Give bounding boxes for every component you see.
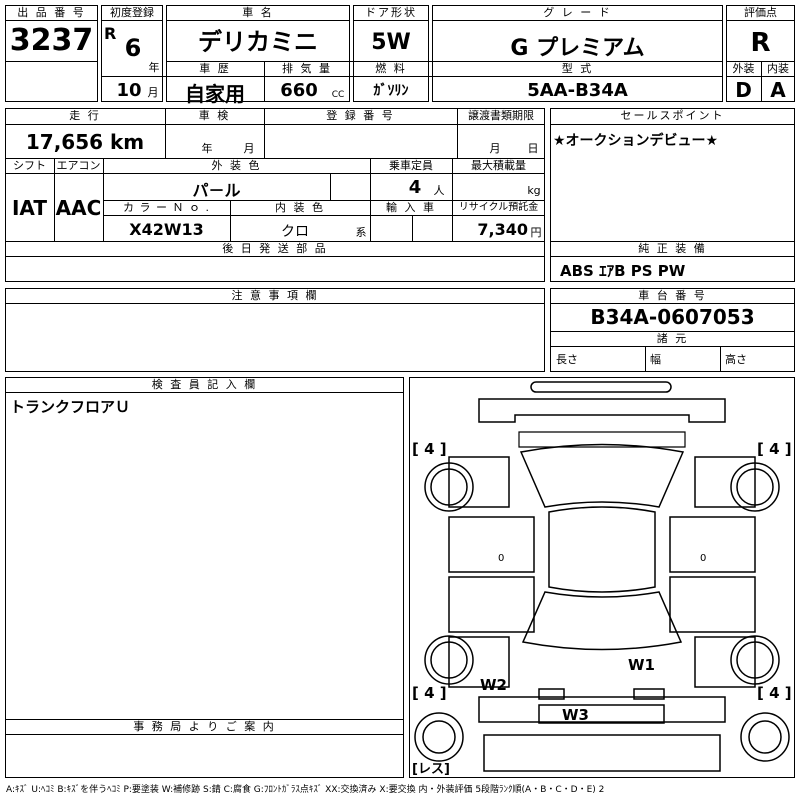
- grade: G プレミアム: [510, 36, 645, 61]
- sales-point-box: [550, 108, 795, 282]
- inspector-notes: トランクフロアＵ: [10, 398, 131, 416]
- genuine-equipment-label: 純 正 装 備: [638, 242, 707, 255]
- capacity: 4: [408, 177, 422, 198]
- chassis-box: [550, 288, 795, 372]
- door-type: 5W: [371, 30, 411, 55]
- caution-box: [5, 288, 545, 372]
- interior-color: クロ: [281, 224, 309, 240]
- office-guidance-label: 事 務 局 よ り ご 案 内: [133, 720, 276, 733]
- transfer-deadline-label: 譲渡書類期限: [468, 109, 534, 122]
- inspector-box: [5, 377, 404, 778]
- zero-mark: 0: [700, 553, 707, 564]
- car-diagram-box: [409, 377, 795, 778]
- shift: IAT: [11, 196, 47, 220]
- details-box: [5, 108, 545, 282]
- capacity-label: 乗車定員: [389, 159, 433, 172]
- inspection-year-unit: 年: [201, 142, 213, 155]
- door-box: [353, 5, 429, 102]
- registration-number-label: 登 録 番 号: [326, 109, 395, 122]
- model: 5AA-B34A: [527, 80, 628, 101]
- era-initial: R: [104, 24, 117, 43]
- mileage: 17,656 km: [25, 130, 145, 154]
- grade-box: [432, 5, 723, 102]
- specs-label: 諸 元: [656, 332, 689, 345]
- max-load-unit: kg: [527, 184, 541, 197]
- import-label: 輸 入 車: [386, 201, 436, 214]
- aircon: AAC: [55, 196, 102, 220]
- tire-front-right: [ 4 ]: [757, 440, 792, 458]
- fuel-label: 燃 料: [375, 62, 407, 75]
- width-label: 幅: [650, 353, 661, 366]
- max-load-label: 最大積載量: [471, 159, 526, 172]
- damage-mark-w3: W3: [562, 706, 589, 724]
- color-number-label: カ ラ ー Ｎ ｏ .: [123, 201, 210, 214]
- displacement-unit: CC: [331, 90, 345, 100]
- recycle-label: リサイクル預託金: [458, 202, 539, 213]
- interior-color-unit: 系: [355, 226, 367, 239]
- transfer-month-unit: 月: [489, 142, 501, 155]
- zero-mark: 0: [498, 553, 505, 564]
- inspection-label: 車 検: [198, 109, 231, 122]
- recycle-unit: 円: [530, 226, 542, 239]
- caution-label: 注 意 事 項 欄: [231, 289, 319, 302]
- capacity-unit: 人: [433, 184, 445, 197]
- model-label: 型 式: [561, 62, 594, 75]
- score-label: 評価点: [744, 6, 777, 19]
- tire-front-left: [ 4 ]: [412, 440, 447, 458]
- genuine-equipment: ABS ｴｱB PS PW: [560, 262, 686, 280]
- grade-label: グ レ ー ド: [543, 6, 612, 19]
- mileage-label: 走 行: [69, 109, 101, 122]
- fuel: ｶﾞｿﾘﾝ: [373, 83, 409, 99]
- damage-mark-w1: W1: [628, 656, 655, 674]
- tire-rear-right: [ 4 ]: [757, 684, 792, 702]
- exterior-color-label: 外 装 色: [211, 159, 262, 172]
- first-registration-box: [101, 5, 163, 102]
- car-name: デリカミニ: [198, 28, 318, 56]
- car-name-box: [166, 5, 350, 102]
- displacement-label: 排 気 量: [282, 62, 332, 75]
- lot-number-box: [5, 5, 98, 102]
- exterior-color: パ－ル: [192, 181, 241, 200]
- score-box: [726, 5, 795, 102]
- aircon-label: エアコン: [56, 159, 101, 172]
- shift-label: シフト: [13, 159, 46, 172]
- inspection-month-unit: 月: [243, 142, 255, 155]
- lot-number-label: 出 品 番 号: [17, 6, 86, 19]
- chassis-number: B34A-0607053: [590, 305, 755, 329]
- month-unit: 月: [147, 86, 159, 99]
- transfer-day-unit: 日: [527, 142, 539, 155]
- score: R: [750, 28, 771, 58]
- spare-tire: [レス]: [412, 762, 450, 777]
- length-label: 長さ: [556, 353, 578, 366]
- car-name-label: 車 名: [242, 6, 274, 19]
- later-parts-label: 後 日 発 送 部 品: [222, 242, 328, 255]
- exterior-grade: D: [735, 78, 752, 102]
- tire-rear-left: [ 4 ]: [412, 684, 447, 702]
- registration-month: 10: [116, 80, 142, 101]
- exterior-label: 外装: [732, 62, 755, 75]
- damage-mark-w2: W2: [480, 676, 507, 694]
- interior-color-label: 内 装 色: [275, 201, 325, 214]
- color-number: X42W13: [129, 220, 204, 239]
- interior-grade: A: [770, 78, 786, 102]
- history: 自家用: [185, 82, 245, 106]
- car-body-diagram: [414, 381, 790, 772]
- height-label: 高さ: [725, 353, 747, 366]
- interior-label: 内装: [767, 62, 789, 75]
- legend: A:ｷｽﾞ U:ﾍｺﾐ B:ｷｽﾞを伴うﾍｺﾐ P:要塗装 W:補修跡 S:錆 …: [6, 785, 605, 795]
- year-unit: 年: [148, 61, 160, 74]
- displacement: 660: [280, 80, 318, 101]
- recycle-fee: 7,340: [477, 220, 528, 239]
- inspector-label: 検 査 員 記 入 欄: [151, 378, 258, 391]
- registration-year: 6: [124, 34, 142, 62]
- lot-number: 3237: [9, 23, 94, 58]
- history-label: 車 歴: [199, 62, 231, 75]
- door-label: ドア形状: [365, 6, 417, 19]
- sales-point: ★オークションデビュー★: [553, 133, 719, 149]
- first-registration-label: 初度登録: [110, 6, 154, 19]
- chassis-number-label: 車 台 番 号: [638, 289, 707, 302]
- sales-point-label: セールスポイント: [620, 109, 725, 122]
